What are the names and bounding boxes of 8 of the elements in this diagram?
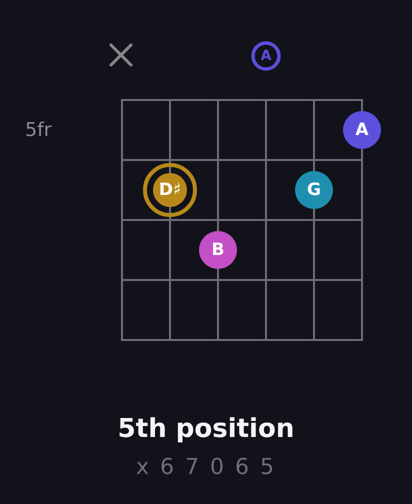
note-name: A xyxy=(355,122,369,138)
note-name: G xyxy=(307,182,321,198)
fret-number: 5fr xyxy=(25,119,52,141)
fingering-caption: x 6 7 0 6 5 xyxy=(136,455,276,480)
note-name: B xyxy=(212,242,224,258)
chord-title: 5th position xyxy=(118,414,294,444)
note-name: D♯ xyxy=(158,182,182,198)
note-name: A xyxy=(260,49,272,63)
